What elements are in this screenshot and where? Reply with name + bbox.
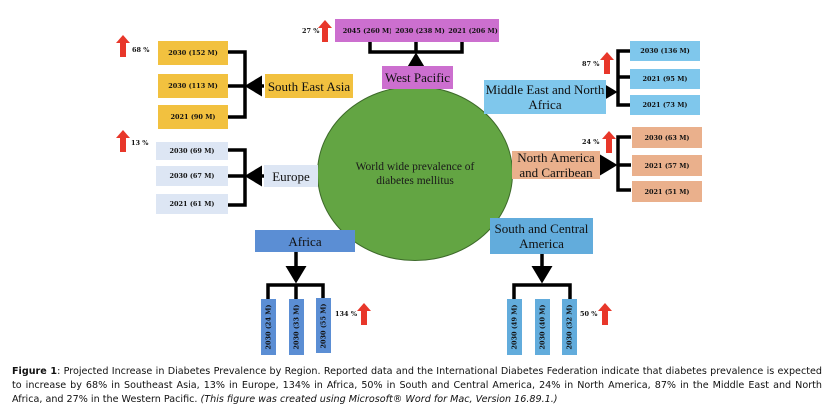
red-up-arrow-icon — [600, 52, 614, 74]
europe-item-1: 2030 (69 M) — [156, 142, 228, 160]
me-item-2: 2021 (95 M) — [630, 69, 700, 89]
me-item-1: 2030 (136 M) — [630, 41, 700, 61]
red-up-arrow-icon — [318, 20, 332, 42]
region-north-america: North America and Carribean — [512, 150, 600, 180]
na-item-1: 2030 (63 M) — [632, 127, 702, 148]
na-item-3: 2021 (51 M) — [632, 181, 702, 202]
region-africa: Africa — [255, 230, 355, 252]
me-bracket — [616, 49, 630, 107]
region-west-pacific: West Pacific — [382, 66, 453, 89]
na-bracket — [616, 135, 631, 192]
europe-increase: 13 % — [131, 139, 149, 147]
wp-item-3: 2021 (206 M) — [447, 19, 499, 42]
caption-label: Figure 1 — [12, 366, 58, 377]
wp-bracket — [368, 42, 464, 54]
me-increase: 87 % — [582, 60, 600, 68]
na-item-2: 2021 (57 M) — [632, 155, 702, 176]
africa-item-1: 2030 (24 M) — [261, 299, 276, 355]
me-item-3: 2021 (73 M) — [630, 95, 700, 115]
africa-item-2: 2030 (33 M) — [289, 299, 304, 355]
sea-item-1: 2030 (152 M) — [158, 41, 228, 65]
red-up-arrow-icon — [602, 131, 616, 153]
figure-caption: Figure 1: Projected Increase in Diabetes… — [12, 365, 822, 407]
africa-bracket — [266, 283, 325, 300]
europe-item-3: 2021 (61 M) — [156, 194, 228, 214]
wp-increase: 27 % — [302, 27, 320, 35]
region-middle-east-north-africa: Middle East and North Africa — [484, 80, 606, 114]
sca-increase: 50 % — [580, 310, 598, 318]
red-up-arrow-icon — [357, 303, 371, 325]
sca-item-2: 2030 (40 M) — [535, 299, 550, 355]
sea-item-3: 2021 (90 M) — [158, 105, 228, 129]
center-label: World wide prevalence of diabetes mellit… — [355, 160, 475, 187]
region-europe: Europe — [264, 165, 318, 187]
sea-item-2: 2030 (113 M) — [158, 74, 228, 98]
caption-note: (This figure was created using Microsoft… — [200, 394, 558, 405]
europe-bracket — [228, 148, 247, 207]
red-up-arrow-icon — [116, 35, 130, 57]
red-up-arrow-icon — [116, 130, 130, 152]
wp-item-1: 2045 (260 M) — [335, 19, 400, 42]
africa-item-3: 2030 (55 M) — [316, 298, 331, 353]
caption-text: : Projected Increase in Diabetes Prevale… — [12, 366, 822, 405]
na-increase: 24 % — [582, 138, 600, 146]
region-south-central-america: South and Central America — [490, 218, 593, 254]
europe-item-2: 2030 (67 M) — [156, 166, 228, 186]
africa-increase: 134 % — [335, 310, 358, 318]
sea-increase: 68 % — [132, 46, 150, 54]
sea-bracket — [228, 50, 247, 119]
red-up-arrow-icon — [598, 303, 612, 325]
sca-item-1: 2030 (49 M) — [507, 299, 522, 355]
wp-item-2: 2030 (238 M) — [391, 19, 449, 42]
region-south-east-asia: South East Asia — [265, 74, 353, 98]
sca-item-3: 2030 (32 M) — [562, 299, 577, 355]
sca-bracket — [512, 283, 572, 300]
